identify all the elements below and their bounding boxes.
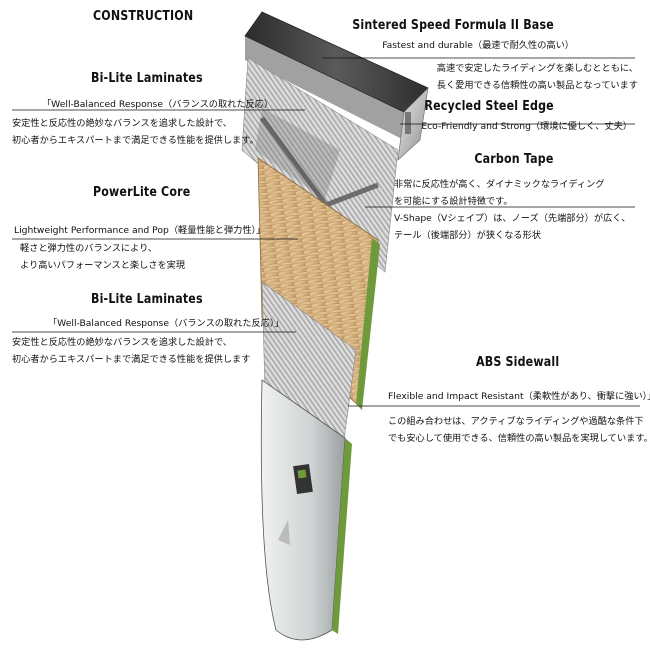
construction-heading: CONSTRUCTION xyxy=(93,8,194,24)
sidewall-title: ABS Sidewall xyxy=(476,354,560,370)
edge-subtitle: Eco-Friendly and Strong（環境に優しく、丈夫） xyxy=(421,121,632,132)
laminates-top-description: 安定性と反応性の絶妙なバランスを追求した設計で、 初心者からエキスパートまで満足… xyxy=(12,118,259,146)
core-title: PowerLite Core xyxy=(93,184,191,200)
laminates-top-subtitle: 「Well-Balanced Response（バランスの取れた反応） xyxy=(42,99,274,110)
edge-title: Recycled Steel Edge xyxy=(424,98,554,114)
laminates-bottom-description: 安定性と反応性の絶妙なバランスを追求した設計で、 初心者からエキスパートまで満足… xyxy=(12,337,251,365)
carbon-description: 非常に反応性が高く、ダイナミックなライディング を可能にする設計特徴です。 V-… xyxy=(394,179,631,241)
core-subtitle: Lightweight Performance and Pop（軽量性能と弾力性… xyxy=(14,225,266,236)
base-subtitle: Fastest and durable（最速で耐久性の高い） xyxy=(382,40,574,51)
base-description: 高速で安定したライディングを楽しむとともに、 長く愛用できる信頼性の高い製品とな… xyxy=(436,63,638,91)
laminates-bottom-title: Bi-Lite Laminates xyxy=(91,291,203,307)
core-description: 軽さと弾力性のバランスにより、 より高いパフォーマンスと楽しさを実現 xyxy=(20,243,186,271)
carbon-title: Carbon Tape xyxy=(474,151,554,167)
topsheet-layer xyxy=(260,379,352,641)
base-title: Sintered Speed Formula II Base xyxy=(352,17,554,33)
laminate-top-layer xyxy=(241,57,399,273)
sidewall-description: この組み合わせは、アクティブなライディングや過酷な条件下 でも安心して使用できる… xyxy=(388,416,650,444)
laminates-bottom-subtitle: 「Well-Balanced Response（バランスの取れた反応）」 xyxy=(48,318,284,329)
laminates-top-title: Bi-Lite Laminates xyxy=(91,70,203,86)
sidewall-subtitle: Flexible and Impact Resistant（柔軟性があり、衝撃に… xyxy=(388,391,650,402)
wood-core-layer xyxy=(257,157,380,410)
